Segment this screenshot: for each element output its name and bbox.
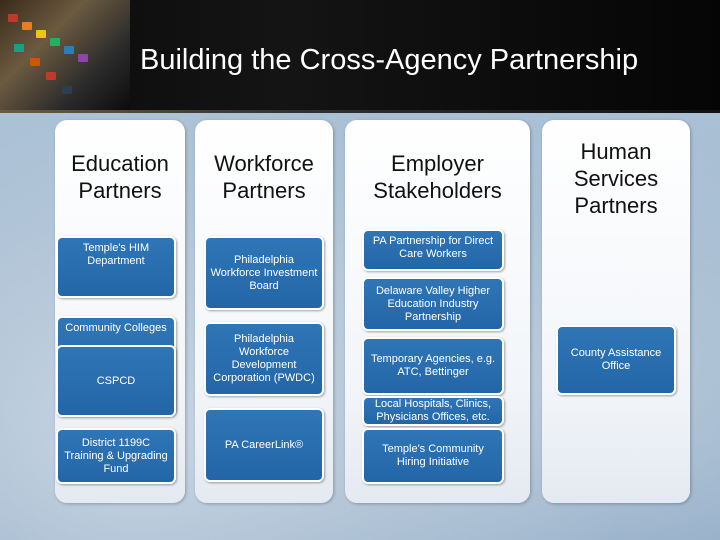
partner-card: Delaware Valley Higher Education Industr… [362, 277, 504, 331]
title-divider [0, 110, 720, 113]
colored-tile [30, 58, 40, 66]
heading-line: Human [580, 139, 652, 164]
column-heading: Human Services Partners [542, 138, 690, 219]
partner-card: CSPCD [56, 345, 176, 417]
partner-card: PA CareerLink® [204, 408, 324, 482]
colored-tile [50, 38, 60, 46]
heading-line: Workforce [214, 151, 314, 176]
column-heading: Employer Stakeholders [345, 150, 530, 204]
partner-card: Philadelphia Workforce Investment Board [204, 236, 324, 310]
partner-card: PA Partnership for Direct Care Workers [362, 229, 504, 271]
partner-card: Temple's Community Hiring Initiative [362, 428, 504, 484]
colored-tile [8, 14, 18, 22]
heading-line: Partners [78, 178, 162, 203]
colored-tile [64, 46, 74, 54]
heading-line: Employer [391, 151, 484, 176]
colored-tile [46, 72, 56, 80]
heading-line: Partners [574, 193, 658, 218]
header-photo [0, 0, 130, 113]
partner-card: County Assistance Office [556, 325, 676, 395]
partner-card: Philadelphia Workforce Development Corpo… [204, 322, 324, 396]
column-heading: Workforce Partners [195, 150, 333, 204]
column-heading: Education Partners [55, 150, 185, 204]
column-human-services-partners: Human Services Partners [542, 120, 690, 503]
partner-card: Temple's HIM Department [56, 236, 176, 298]
title-bar: Building the Cross-Agency Partnership [0, 0, 720, 113]
heading-line: Education [71, 151, 169, 176]
heading-line: Services [573, 166, 659, 191]
colored-tile [36, 30, 46, 38]
heading-line: Partners [222, 178, 306, 203]
colored-tile [62, 86, 72, 94]
partner-card: Local Hospitals, Clinics, Physicians Off… [362, 396, 504, 426]
colored-tile [22, 22, 32, 30]
heading-line: Stakeholders [373, 178, 502, 203]
slide-title: Building the Cross-Agency Partnership [140, 44, 639, 76]
partner-card: District 1199C Training & Upgrading Fund [56, 428, 176, 484]
colored-tile [78, 54, 88, 62]
colored-tile [14, 44, 24, 52]
partner-card: Temporary Agencies, e.g. ATC, Bettinger [362, 337, 504, 395]
